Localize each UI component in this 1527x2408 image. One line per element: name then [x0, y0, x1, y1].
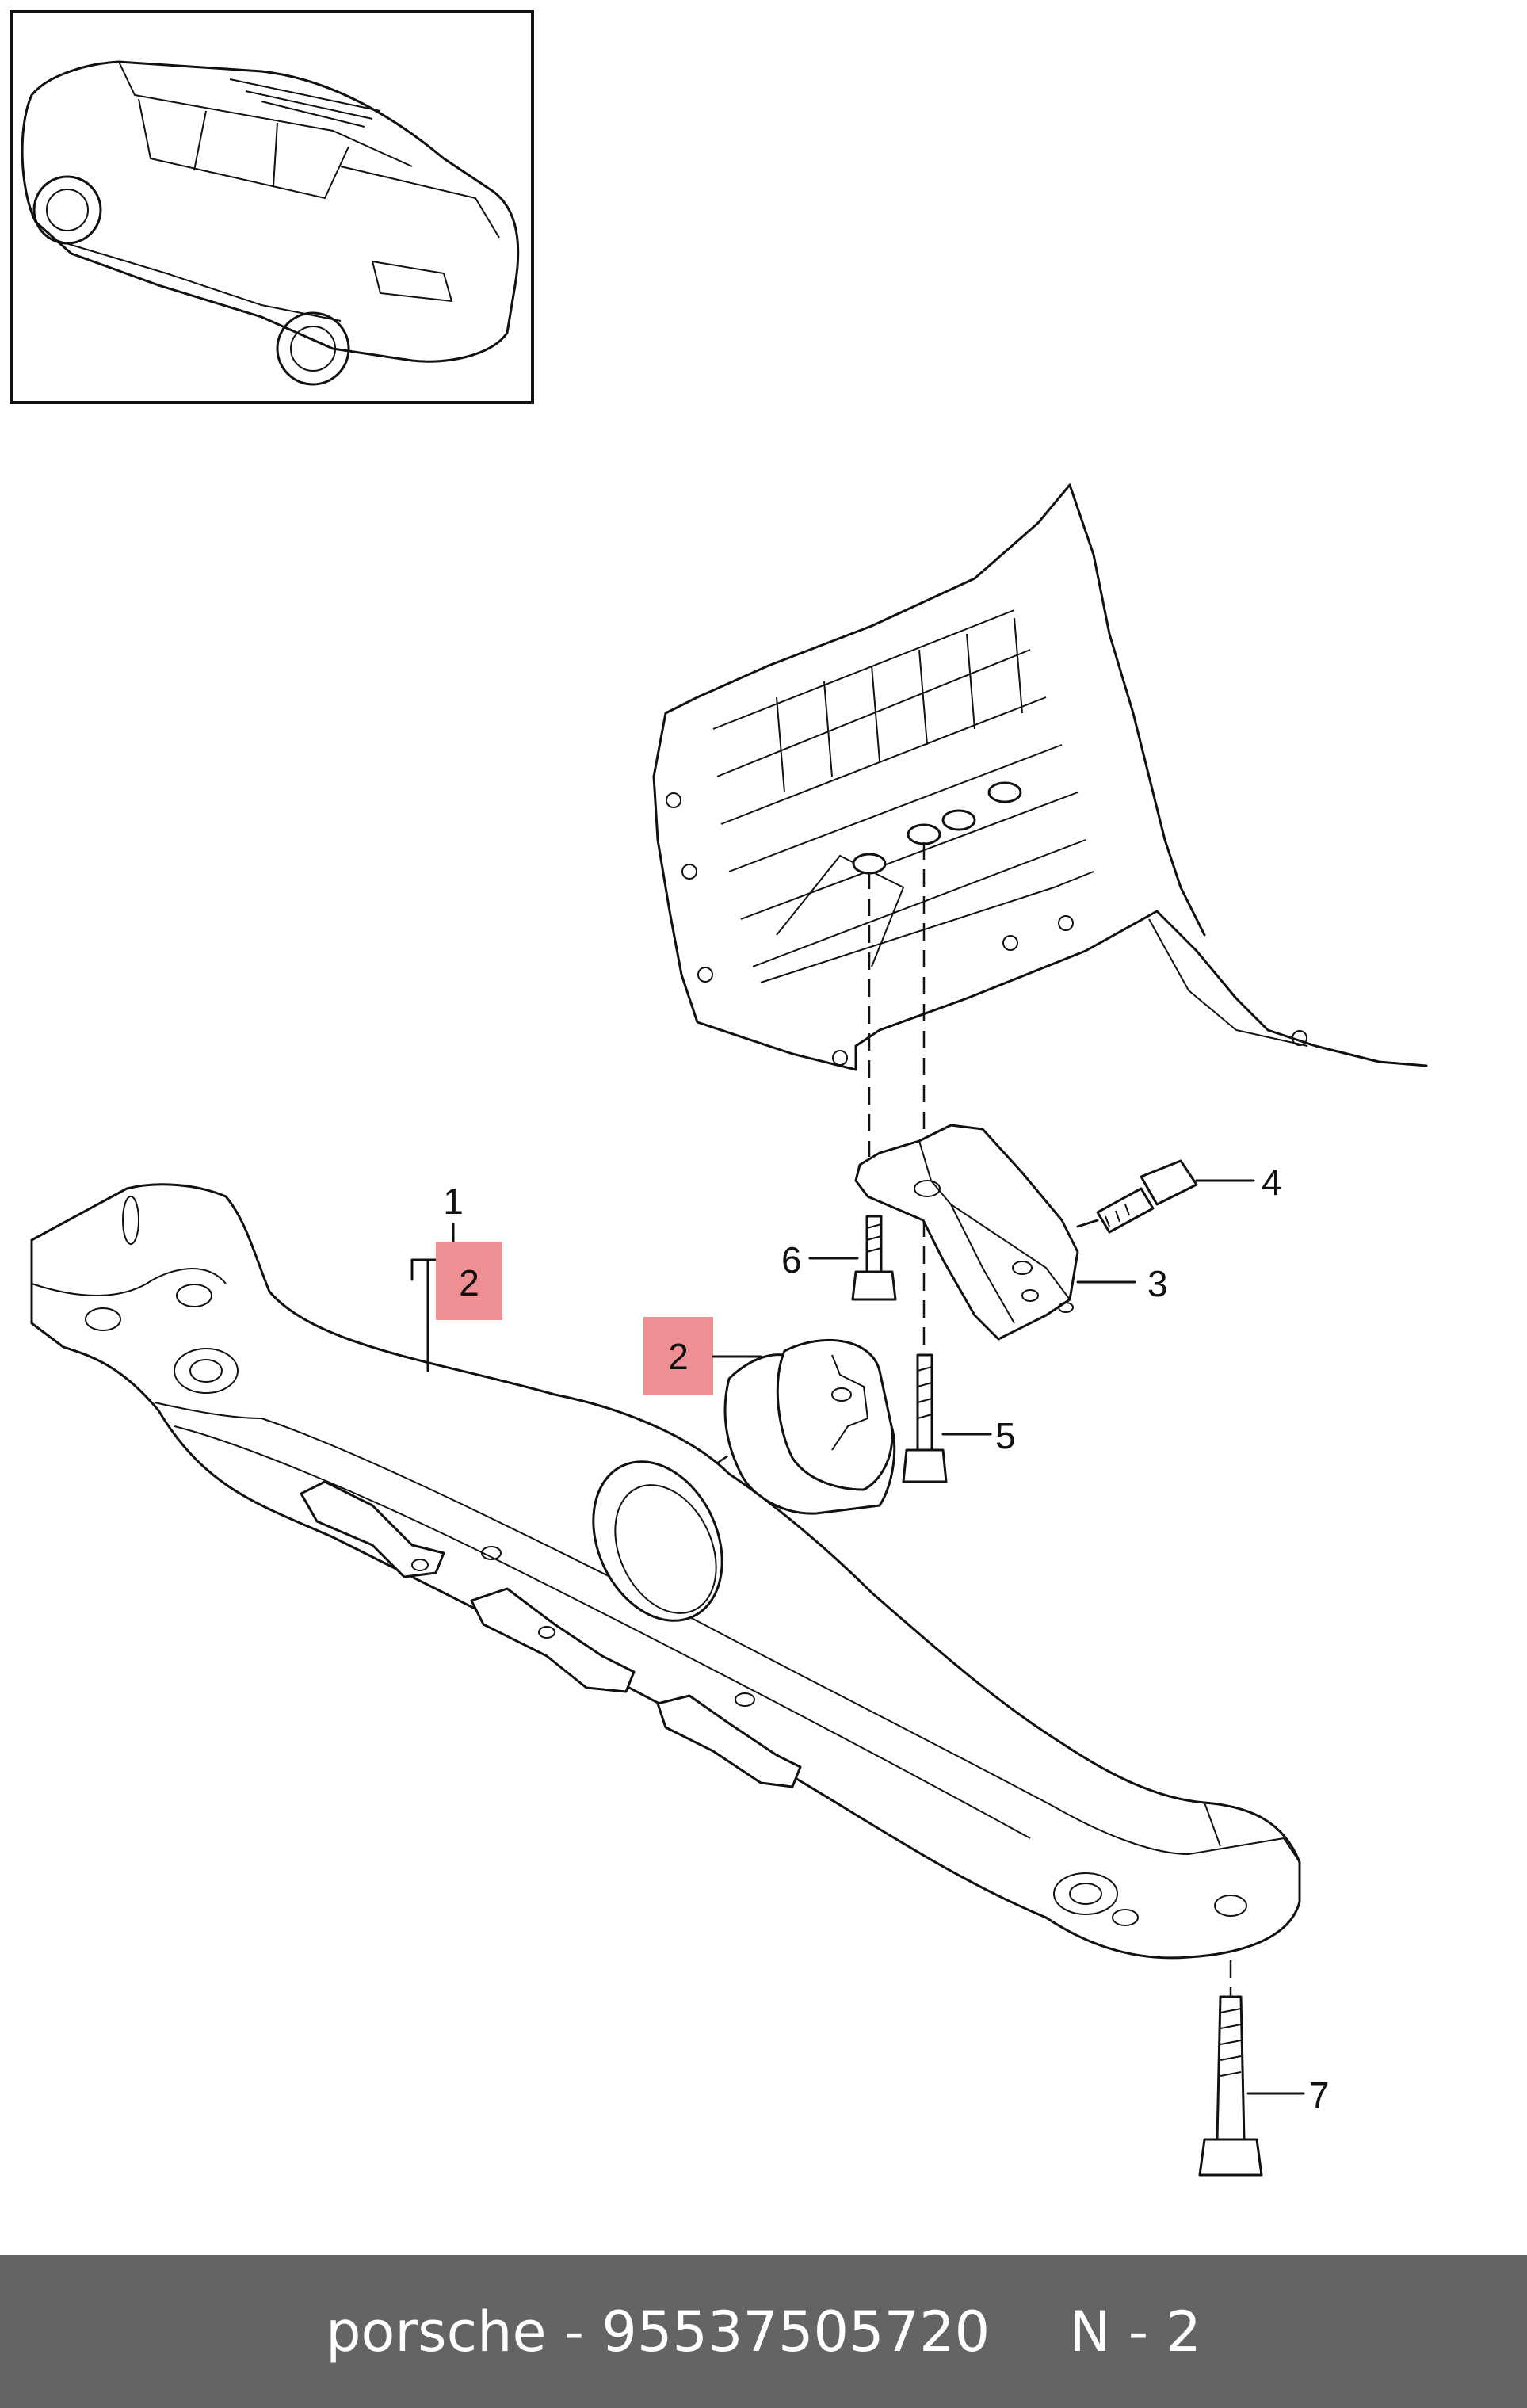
callout-5[interactable]: 5: [941, 1415, 1016, 1456]
bolt-5: [902, 1353, 948, 1483]
callout-4-label: 4: [1262, 1162, 1282, 1203]
callout-1-label: 1: [443, 1181, 464, 1222]
callout-6[interactable]: 6: [781, 1239, 859, 1280]
bolt-6: [851, 1215, 897, 1301]
parts-diagram: 1 2 2 3 4 5 6 7: [10, 10, 1428, 2177]
callout-2-mount[interactable]: 2: [643, 1317, 762, 1395]
callout-2-mount-label: 2: [668, 1336, 689, 1377]
callout-4[interactable]: 4: [1195, 1162, 1282, 1203]
callout-6-label: 6: [781, 1239, 802, 1280]
rubber-mount: [723, 1338, 896, 1515]
engine-housing: [652, 483, 1428, 1071]
callout-7-label: 7: [1309, 2074, 1330, 2116]
bolt-4: [1076, 1159, 1198, 1234]
callout-2-mount-highlight: [643, 1317, 713, 1395]
callout-2-highlight: [436, 1242, 502, 1320]
callout-7[interactable]: 7: [1246, 2074, 1330, 2116]
vehicle-silhouette: [21, 60, 520, 386]
callout-3[interactable]: 3: [1076, 1263, 1168, 1304]
callout-5-label: 5: [995, 1415, 1016, 1456]
mount-bracket: [854, 1124, 1079, 1341]
vehicle-thumbnail: [10, 10, 534, 404]
callout-2-crossmember[interactable]: 2: [436, 1242, 502, 1320]
bolt-7: [1198, 1995, 1263, 2177]
footer-part-number: porsche - 95537505720: [326, 2299, 991, 2364]
footer-bar: porsche - 95537505720 N - 2: [0, 2255, 1527, 2408]
footer-page-ref: N - 2: [1069, 2299, 1201, 2364]
crossmember: [30, 1183, 1301, 1960]
callout-3-label: 3: [1147, 1263, 1168, 1304]
callout-2-label: 2: [459, 1262, 479, 1303]
